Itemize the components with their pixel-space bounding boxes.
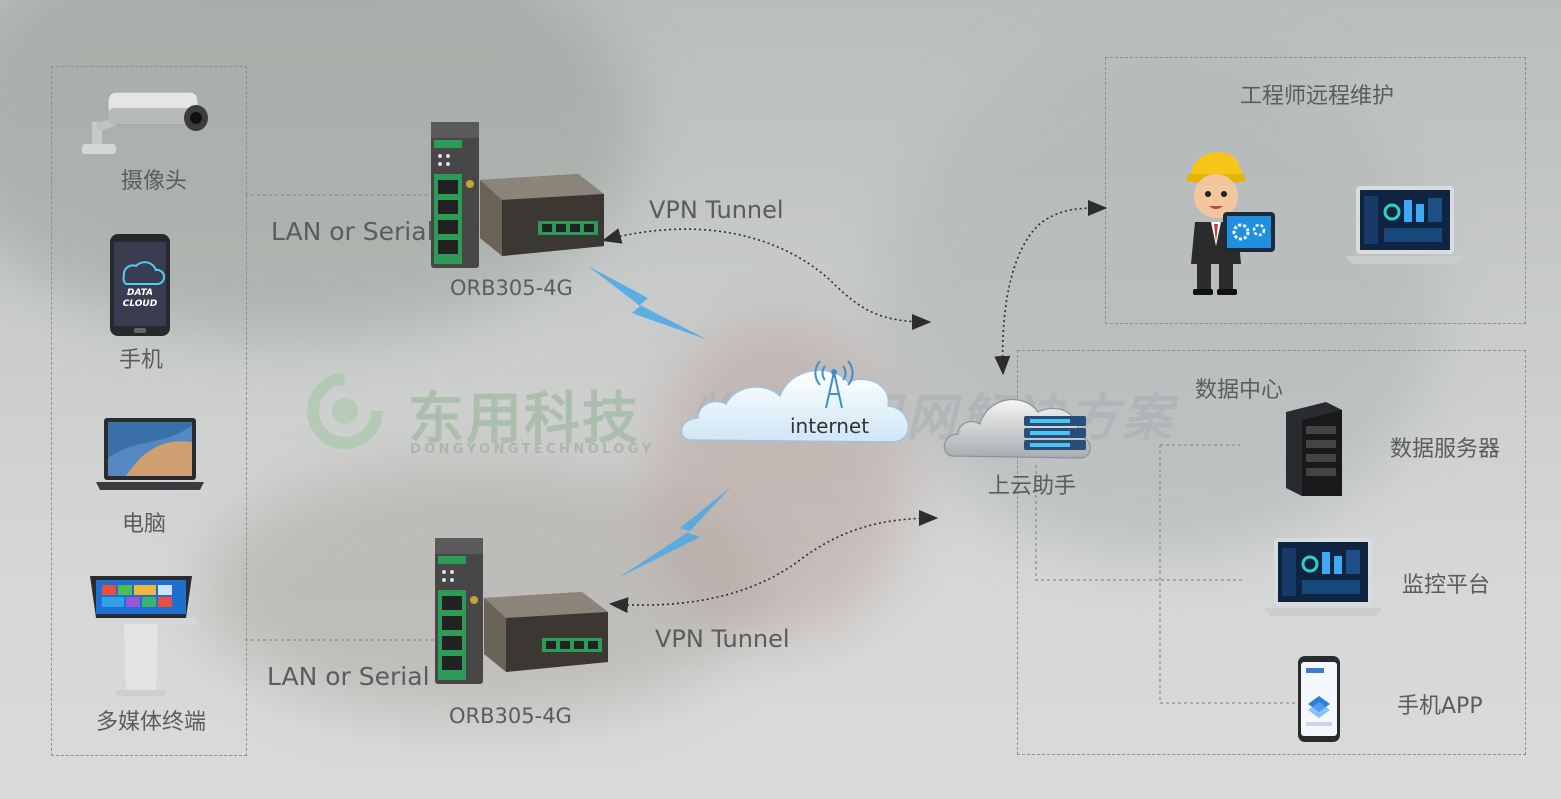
watermark-logo-icon <box>306 372 384 450</box>
mobile-app-icon <box>1298 656 1340 742</box>
camera-label: 摄像头 <box>121 169 188 194</box>
router-bottom-icon <box>432 536 608 686</box>
vpn-label-bottom: VPN Tunnel <box>655 625 790 653</box>
watermark-english: DONGYONGTECHNOLOGY <box>410 442 655 457</box>
left-device-group-box <box>51 66 247 756</box>
router-top-icon <box>428 118 604 270</box>
cloud-assistant-label: 上云助手 <box>988 474 1077 499</box>
phone-icon: DATA CLOUD <box>110 234 170 336</box>
remote-laptop-icon <box>1346 186 1464 270</box>
internet-cloud-icon <box>680 348 915 458</box>
router-bottom-label: ORB305-4G <box>449 704 572 728</box>
data-center-box <box>1017 350 1526 755</box>
lightning-bottom-icon <box>618 487 731 578</box>
laptop-icon <box>96 418 204 494</box>
phone-screen-text: DATA CLOUD <box>122 288 158 309</box>
cloud-to-remote-link <box>994 200 1108 376</box>
data-server-label: 数据服务器 <box>1390 437 1501 462</box>
router-top-label: ORB305-4G <box>450 276 573 300</box>
internet-label: internet <box>790 414 870 438</box>
data-center-title: 数据中心 <box>1195 378 1284 403</box>
background-building <box>880 40 1440 560</box>
monitoring-laptop-icon <box>1264 538 1382 620</box>
camera-icon <box>78 84 208 162</box>
phone-label: 手机 <box>119 348 164 373</box>
monitoring-platform-label: 监控平台 <box>1402 573 1491 598</box>
vpn-tunnel-bottom <box>608 510 939 614</box>
watermark-brand: 东用科技 <box>408 387 640 452</box>
vpn-tunnel-top <box>601 228 932 330</box>
remote-maintenance-box <box>1105 57 1526 324</box>
laptop-label: 电脑 <box>122 512 167 537</box>
vpn-label-top: VPN Tunnel <box>649 196 784 224</box>
kiosk-label: 多媒体终端 <box>96 710 207 735</box>
lan-label-bottom: LAN or Serial <box>267 662 430 691</box>
data-server-icon <box>1286 402 1342 496</box>
antenna-icon <box>814 360 854 409</box>
mobile-app-label: 手机APP <box>1397 694 1483 719</box>
cloud-assistant-icon <box>943 388 1094 466</box>
kiosk-icon <box>86 576 196 696</box>
engineer-icon <box>1183 146 1275 296</box>
lightning-top-icon <box>588 266 708 340</box>
lan-label-top: LAN or Serial <box>271 217 434 246</box>
datacenter-tree-lines <box>1035 444 1298 704</box>
remote-maintenance-title: 工程师远程维护 <box>1240 84 1395 109</box>
